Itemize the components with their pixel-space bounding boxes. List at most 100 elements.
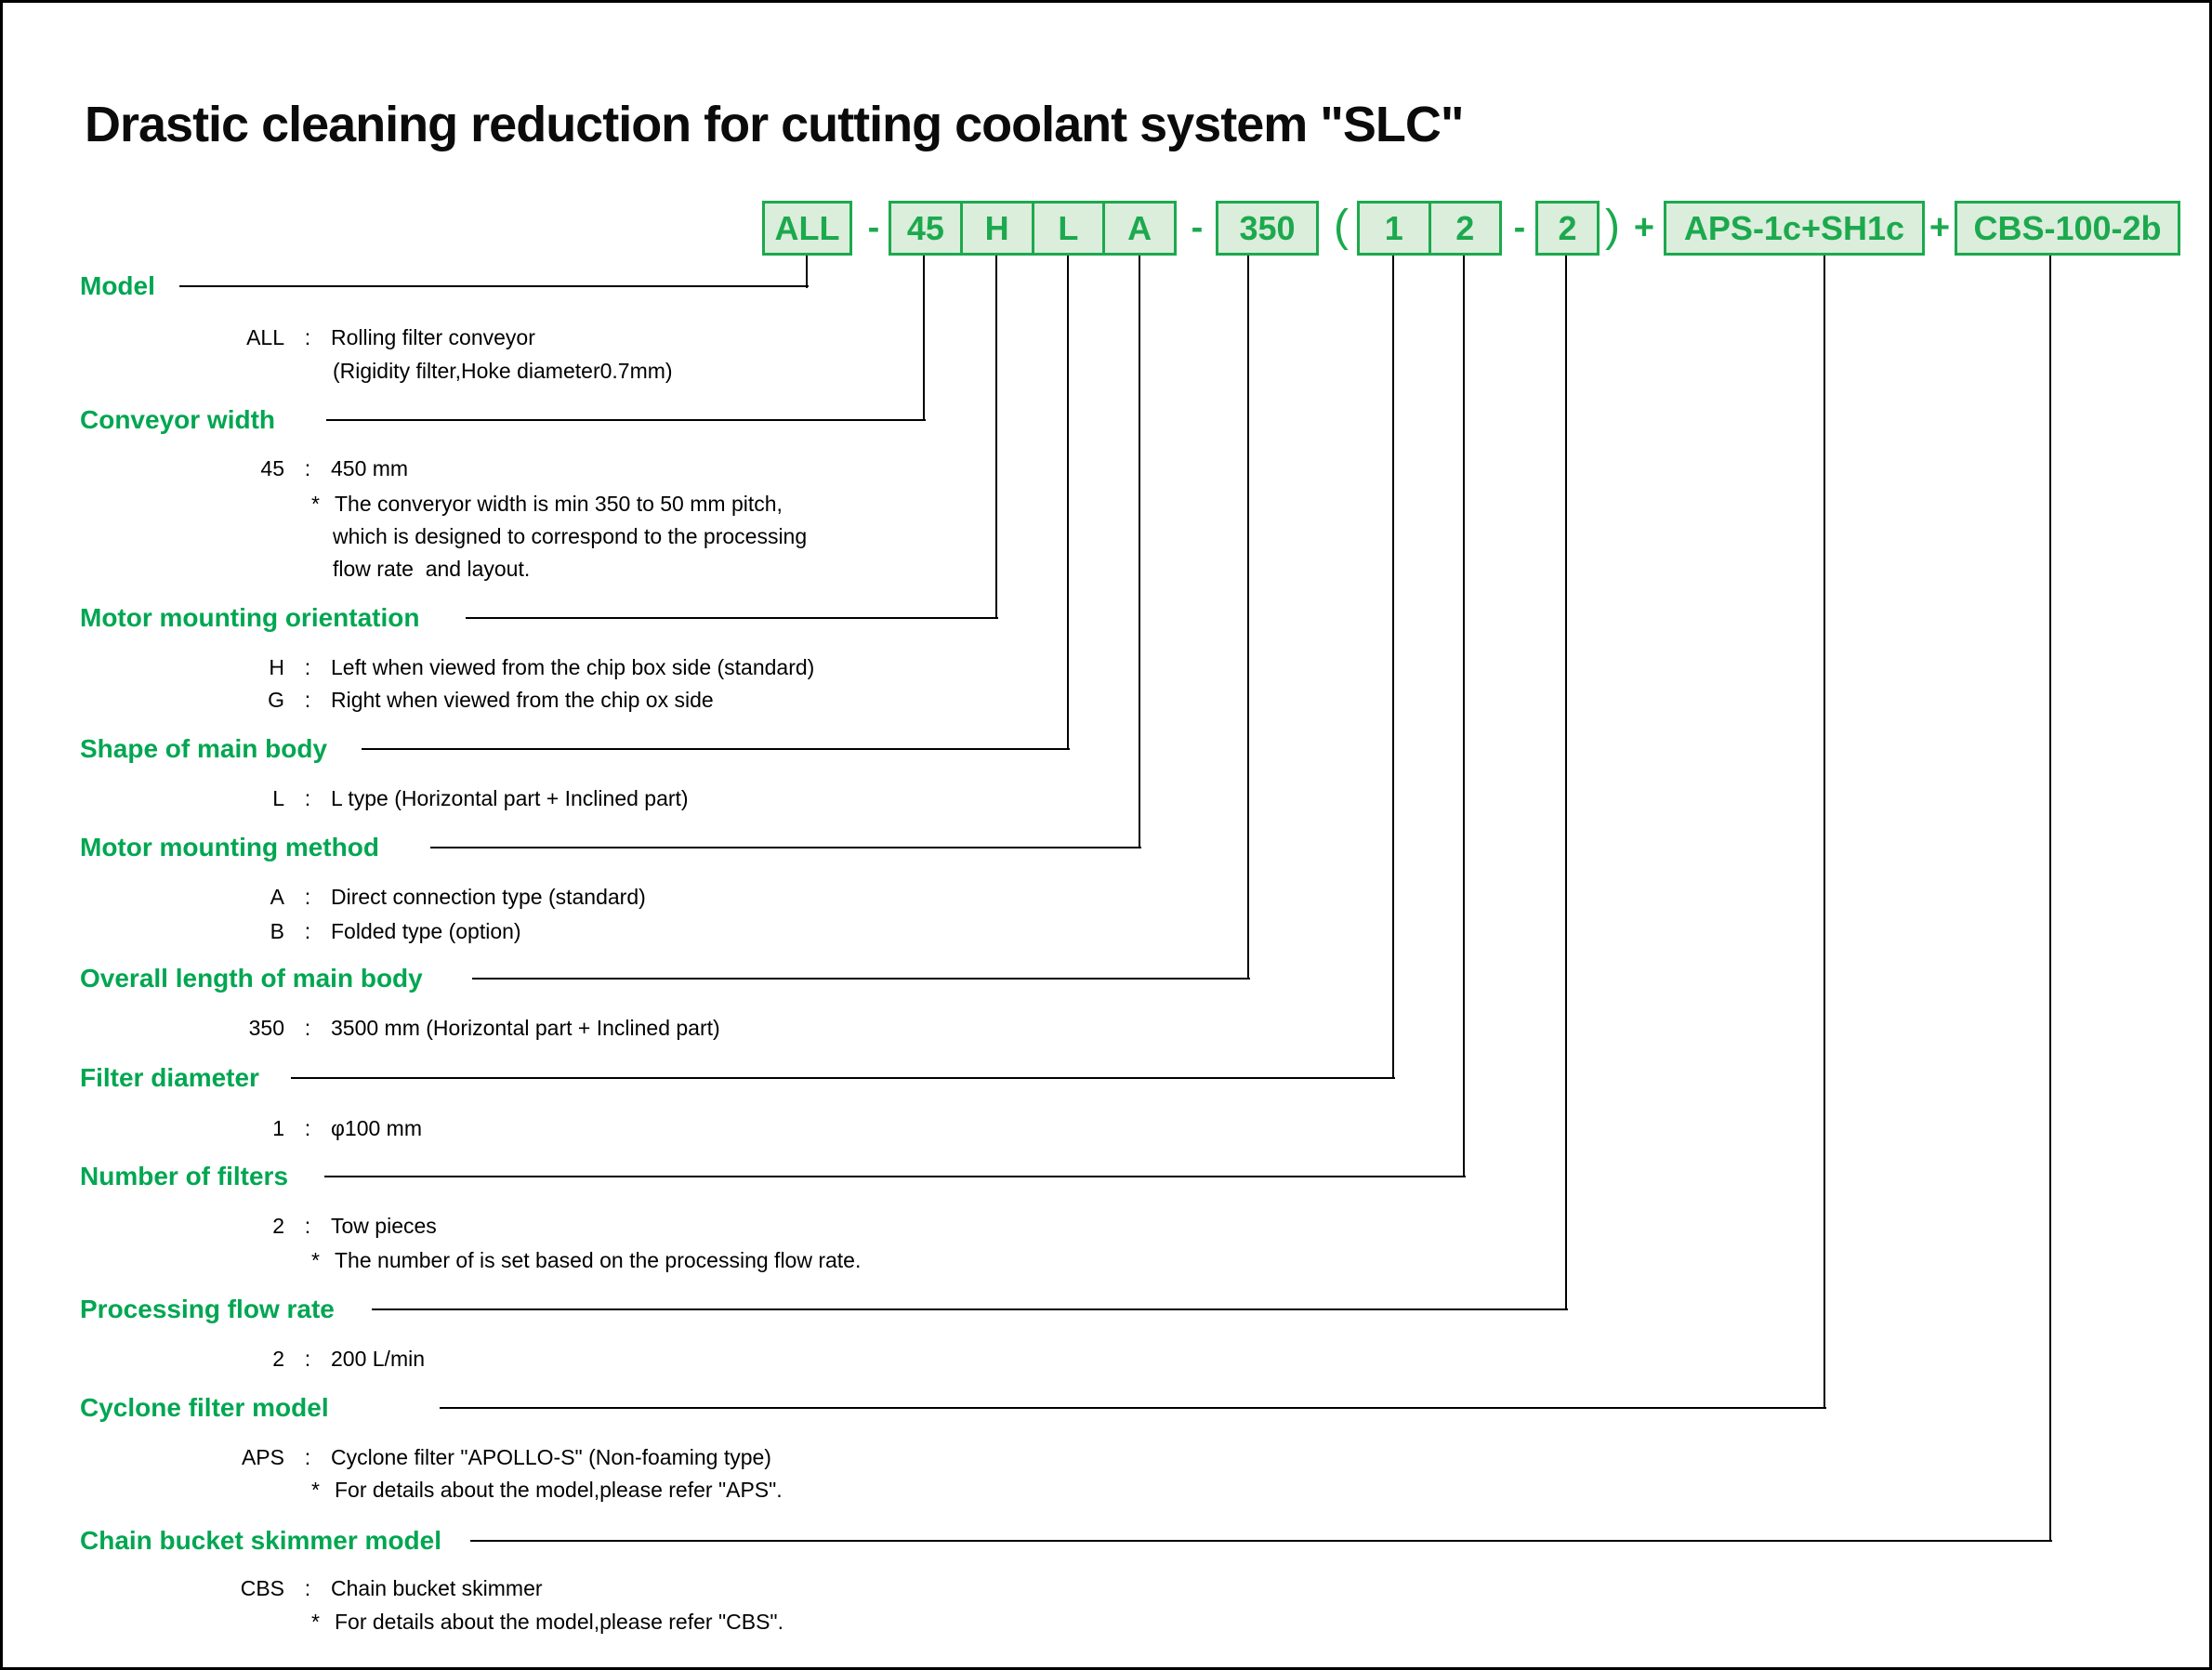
connector-mounting-method-hline xyxy=(430,847,1141,848)
spec-code: H xyxy=(269,655,284,679)
code-separator-plus-2: + xyxy=(1929,208,1951,247)
spec-desc: Right when viewed from the chip ox side xyxy=(331,688,714,712)
connector-filter-count-vline xyxy=(1463,256,1465,1177)
connector-overall-length-hline xyxy=(472,978,1250,980)
section-heading-filter-diameter: Filter diameter xyxy=(80,1063,259,1092)
page-title: Drastic cleaning reduction for cutting c… xyxy=(85,97,1464,152)
code-cell-body-shape: L xyxy=(1031,204,1103,253)
spec-desc: Direct connection type (standard) xyxy=(331,885,646,909)
spec-row: APS: Cyclone filter "APOLLO-S" (Non-foami… xyxy=(173,1440,771,1474)
connector-skimmer-hline xyxy=(470,1540,2052,1542)
code-separator-plus-1: + xyxy=(1633,208,1655,247)
spec-code: L xyxy=(272,786,284,810)
code-box-flow-rate: 2 xyxy=(1535,201,1600,256)
spec-note: The number of is set based on the proces… xyxy=(335,1248,862,1272)
section-heading-cyclone-filter: Cyclone filter model xyxy=(80,1393,329,1422)
code-paren-open: ( xyxy=(1334,202,1349,251)
spec-desc: 450 mm xyxy=(331,456,409,480)
code-cell-conveyor-width: 45 xyxy=(906,208,944,247)
code-box-cyclone-filter: APS-1c+SH1c xyxy=(1664,201,1925,256)
spec-code: APS xyxy=(241,1445,284,1469)
code-separator-dash-3: - xyxy=(1513,208,1526,247)
spec-note-row: *The converyor width is min 350 to 50 mm… xyxy=(311,487,783,520)
spec-colon: : xyxy=(304,1445,311,1469)
asterisk: * xyxy=(311,1248,320,1272)
code-separator-dash-2: - xyxy=(1191,208,1204,247)
connector-filter-diameter-vline xyxy=(1392,256,1394,1079)
spec-code: CBS xyxy=(240,1576,284,1600)
spec-colon: : xyxy=(304,1016,311,1040)
spec-desc: L type (Horizontal part + Inclined part) xyxy=(331,786,689,810)
code-box-overall-length-label: 350 xyxy=(1239,208,1296,247)
code-separator-dash-1: - xyxy=(867,208,880,247)
asterisk: * xyxy=(311,1610,320,1634)
connector-cyclone-filter-vline xyxy=(1824,256,1825,1409)
code-group-width-orientation-shape-method: 45 H L A xyxy=(889,201,1177,256)
connector-flow-rate-hline xyxy=(372,1308,1568,1310)
spec-row: L:L type (Horizontal part + Inclined par… xyxy=(173,782,689,815)
spec-code: 1 xyxy=(272,1116,284,1140)
connector-motor-orientation-hline xyxy=(466,617,998,619)
spec-colon: : xyxy=(304,1214,311,1238)
section-heading-conveyor-width: Conveyor width xyxy=(80,405,276,434)
connector-body-shape-hline xyxy=(362,748,1070,750)
spec-desc: φ100 mm xyxy=(331,1116,422,1140)
code-box-cyclone-filter-label: APS-1c+SH1c xyxy=(1683,208,1905,247)
section-heading-filter-count: Number of filters xyxy=(80,1162,289,1190)
spec-colon: : xyxy=(304,885,311,909)
connector-conveyor-width-vline xyxy=(923,256,925,421)
connector-conveyor-width-hline xyxy=(326,419,926,421)
spec-continuation: which is designed to correspond to the p… xyxy=(333,524,808,548)
spec-desc: Cyclone filter "APOLLO-S" (Non-foaming t… xyxy=(331,1445,771,1469)
spec-row: 45:450 mm xyxy=(173,452,408,485)
connector-model-hline xyxy=(179,285,809,287)
code-box-chain-bucket-skimmer: CBS-100-2b xyxy=(1955,201,2180,256)
code-cell-filter-diameter: 1 xyxy=(1384,208,1403,247)
section-heading-model: Model xyxy=(80,271,155,300)
spec-desc: 200 L/min xyxy=(331,1347,426,1371)
spec-continuation: flow rate and layout. xyxy=(333,557,531,581)
spec-row: H:Left when viewed from the chip box sid… xyxy=(173,651,814,684)
code-paren-close: ) xyxy=(1605,202,1620,251)
spec-row: ALL:Rolling filter conveyor xyxy=(173,321,535,354)
spec-note-row: *For details about the model,please refe… xyxy=(311,1605,783,1638)
spec-row: G:Right when viewed from the chip ox sid… xyxy=(173,683,714,717)
connector-mounting-method-vline xyxy=(1139,256,1140,848)
connector-skimmer-vline xyxy=(2049,256,2051,1542)
asterisk: * xyxy=(311,1478,320,1502)
connector-model-vline xyxy=(806,256,808,288)
code-box-chain-bucket-skimmer-label: CBS-100-2b xyxy=(1973,208,2162,247)
section-heading-chain-bucket-skimmer: Chain bucket skimmer model xyxy=(80,1526,442,1555)
spec-note-row: * For details about the model,please refe… xyxy=(311,1473,783,1506)
spec-code: 2 xyxy=(272,1214,284,1238)
spec-desc: Left when viewed from the chip box side … xyxy=(331,655,815,679)
spec-row: 1: φ100 mm xyxy=(173,1111,422,1145)
section-heading-body-shape: Shape of main body xyxy=(80,734,328,763)
connector-flow-rate-vline xyxy=(1565,256,1567,1310)
spec-row: CBS:Chain bucket skimmer xyxy=(173,1571,543,1605)
spec-row: 350:3500 mm (Horizontal part + Inclined … xyxy=(173,1011,720,1045)
spec-colon: : xyxy=(304,456,311,480)
spec-note: The converyor width is min 350 to 50 mm … xyxy=(335,492,783,516)
spec-code: 2 xyxy=(272,1347,284,1371)
code-box-model: ALL xyxy=(762,201,852,256)
section-heading-mounting-method: Motor mounting method xyxy=(80,833,379,861)
spec-colon: : xyxy=(304,1116,311,1140)
code-cell-mounting-method: A xyxy=(1102,204,1174,253)
connector-motor-orientation-vline xyxy=(995,256,997,619)
spec-row: 2:200 L/min xyxy=(173,1342,425,1375)
spec-desc: Folded type (option) xyxy=(331,919,521,943)
section-heading-overall-length: Overall length of main body xyxy=(80,964,423,993)
code-box-overall-length: 350 xyxy=(1216,201,1319,256)
spec-desc: 3500 mm (Horizontal part + Inclined part… xyxy=(331,1016,720,1040)
spec-code: ALL xyxy=(246,325,284,349)
spec-note: For details about the model,please refer… xyxy=(335,1478,783,1502)
section-heading-motor-orientation: Motor mounting orientation xyxy=(80,603,420,632)
spec-code: B xyxy=(270,919,284,943)
code-cell-filter-count: 2 xyxy=(1428,204,1500,253)
spec-colon: : xyxy=(304,1576,311,1600)
spec-code: 45 xyxy=(260,456,284,480)
spec-colon: : xyxy=(304,325,311,349)
code-group-filter-diameter-count: 1 2 xyxy=(1357,201,1502,256)
